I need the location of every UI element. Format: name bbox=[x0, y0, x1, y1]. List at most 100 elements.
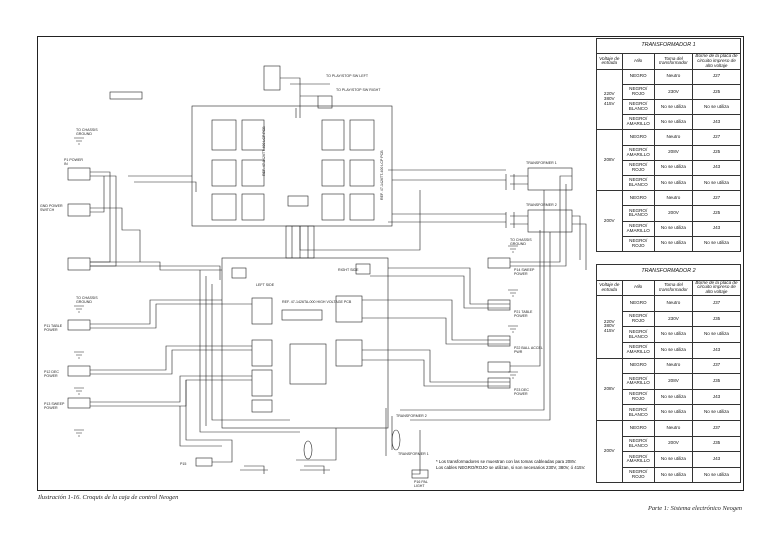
p22-label: P22 BALL ACCEL PWR bbox=[514, 346, 543, 355]
terminal-cell: No se utiliza bbox=[691, 466, 742, 484]
col-header: Voltaje de entrada bbox=[596, 53, 623, 70]
col-header: Toma del transformador bbox=[653, 279, 693, 297]
wire-cell: NEGRO/ ROJO bbox=[621, 159, 655, 176]
tap-cell: No se utiliza bbox=[653, 466, 693, 484]
wire-cell: NEGRO/ ROJO bbox=[621, 310, 655, 328]
connector-top-center bbox=[287, 195, 309, 207]
lower-connector-right-1 bbox=[355, 263, 371, 275]
wire-cell: NEGRO/ ROJO bbox=[621, 388, 655, 406]
gnd-power-switch-label: GND POWER SWITCH bbox=[40, 204, 63, 213]
p22-ball-accel bbox=[487, 335, 511, 347]
tap-cell: Neutro bbox=[653, 419, 693, 437]
wire-cell: NEGRO/ AMARILLO bbox=[621, 373, 655, 390]
terminal-cell: J37 bbox=[691, 419, 742, 437]
connector-j3 bbox=[211, 193, 237, 221]
tap-cell: Neutro bbox=[653, 129, 693, 146]
lower-connector-left-5 bbox=[251, 399, 273, 413]
p15-connector bbox=[195, 457, 213, 467]
lower-connector-left-1 bbox=[231, 267, 247, 279]
wire-cell: NEGRO/ BLANCO bbox=[621, 174, 655, 192]
lower-connector-left-2 bbox=[251, 297, 273, 325]
wire-cell: NEGRO/ AMARILLO bbox=[621, 341, 655, 359]
p21-label: P21 TABLE POWER bbox=[514, 310, 533, 319]
terminal-cell: J43 bbox=[691, 388, 742, 406]
lower-connector-right-2 bbox=[335, 295, 363, 323]
col-header: Toma del transformador bbox=[653, 53, 693, 70]
p21-table-power bbox=[487, 299, 511, 311]
tap-cell: 208V bbox=[653, 144, 693, 161]
terminal-cell: J43 bbox=[691, 451, 742, 468]
lower-connector-center-2 bbox=[289, 343, 327, 385]
transformer-1-low-label: TRANSFORMER 1 bbox=[398, 452, 429, 456]
terminal-cell: J43 bbox=[691, 341, 742, 359]
p14-sweep-power bbox=[487, 257, 511, 269]
tap-cell: No se utiliza bbox=[653, 326, 693, 343]
wiring-note: * Los transformadores se muestran con la… bbox=[436, 459, 626, 470]
connector-j11 bbox=[349, 159, 375, 187]
col-header: Borne de la placa de circuito impreso de… bbox=[691, 279, 742, 297]
transformer-1-label: TRANSFORMER 1 bbox=[526, 161, 557, 165]
left-side-label: LEFT SIDE bbox=[256, 283, 275, 287]
tap-cell: No se utiliza bbox=[653, 159, 693, 176]
p23-label: P23 DEC POWER bbox=[514, 388, 529, 397]
p14-label: P14 SWEEP POWER bbox=[514, 268, 535, 277]
tap-cell: 230V bbox=[653, 83, 693, 101]
tap-cell: No se utiliza bbox=[653, 388, 693, 406]
col-header: Voltaje de entrada bbox=[596, 279, 623, 297]
right-terminal-pal bbox=[487, 361, 511, 373]
terminal-cell: J25 bbox=[691, 144, 742, 161]
left-terminal-1 bbox=[67, 257, 91, 271]
transformer-2-low-label: TRANSFORMER 2 bbox=[396, 414, 427, 418]
terminal-cell: J35 bbox=[691, 435, 742, 453]
upper-pcb-side-label: REF. 47-1426TT-400 LCP PCB bbox=[380, 150, 384, 200]
terminal-cell: No se utiliza bbox=[691, 98, 742, 116]
p13-sweep-power bbox=[67, 397, 91, 409]
voltage-cell: 220V 380V 415V bbox=[596, 295, 623, 359]
terminal-cell: J43 bbox=[691, 114, 742, 131]
table-title: TRANSFORMADOR 1 bbox=[596, 37, 741, 55]
wire-cell: NEGRO bbox=[621, 419, 655, 437]
lower-connector-center-1 bbox=[281, 309, 323, 321]
play-stop-left-label: TO PLAY/STOP SW LEFT bbox=[326, 74, 369, 78]
terminal-cell: J43 bbox=[691, 220, 742, 237]
note-line-2: Los cables NEGRO/ROJO se utilizan, si so… bbox=[436, 464, 586, 470]
tap-cell: No se utiliza bbox=[653, 341, 693, 359]
wire-cell: NEGRO/ BLANCO bbox=[621, 98, 655, 116]
tap-cell: No se utiliza bbox=[653, 451, 693, 468]
p12-label: P12 DEC POWER bbox=[44, 370, 59, 379]
wire-cell: NEGRO bbox=[621, 295, 655, 312]
transformer-1-table: TRANSFORMADOR 1 Voltaje de entrada Hilo … bbox=[596, 37, 742, 252]
terminal-cell: J25 bbox=[691, 83, 742, 101]
wire-cell: NEGRO/ BLANCO bbox=[621, 404, 655, 421]
wire-cell: NEGRO/ ROJO bbox=[621, 235, 655, 252]
voltage-cell: 200V bbox=[596, 419, 623, 484]
connector-j12 bbox=[349, 193, 375, 221]
connector-j8 bbox=[321, 159, 345, 187]
connector-j10 bbox=[349, 119, 375, 151]
col-header: Borne de la placa de circuito impreso de… bbox=[691, 53, 742, 70]
right-side-label: RIGHT SIDE bbox=[338, 268, 359, 272]
terminal-cell: J37 bbox=[691, 357, 742, 375]
wire-cell: NEGRO/ AMARILLO bbox=[621, 114, 655, 131]
p13-label: P13 SWEEP POWER bbox=[44, 402, 65, 411]
table-title: TRANSFORMADOR 2 bbox=[596, 264, 741, 281]
p23-dec-power bbox=[487, 377, 511, 389]
diagram-frame bbox=[37, 36, 744, 491]
wire-cell: NEGRO bbox=[621, 129, 655, 146]
tap-cell: 230V bbox=[653, 310, 693, 328]
voltage-cell: 208V bbox=[596, 357, 623, 421]
p11-table-power bbox=[67, 319, 91, 331]
wire-cell: NEGRO/ ROJO bbox=[621, 466, 655, 484]
connector-j4 bbox=[241, 119, 265, 151]
